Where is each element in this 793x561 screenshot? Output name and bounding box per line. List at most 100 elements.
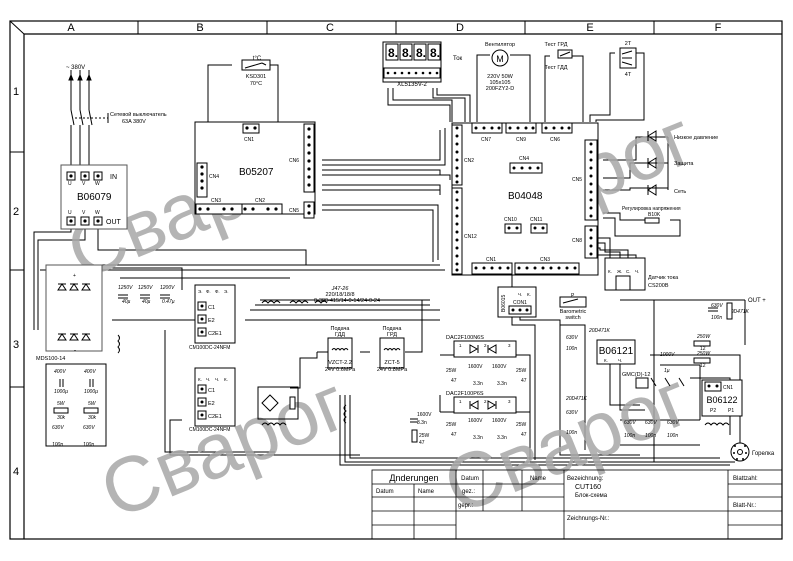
svg-text:12: 12 — [700, 363, 706, 369]
svg-text:1000µ: 1000µ — [84, 389, 98, 395]
svg-text:CN2: CN2 — [255, 198, 265, 204]
title-block — [371, 469, 783, 540]
svg-text:DAC2F100N6S: DAC2F100N6S — [446, 335, 484, 341]
svg-text:Datum: Datum — [376, 489, 394, 495]
board-name: B05207 — [239, 167, 274, 178]
power-input: ~ 380V Сетевой выключатель 63A 380V — [66, 65, 167, 126]
svg-text:Ч.: Ч. — [635, 269, 639, 274]
thermostat: t°C KSD301 70°C — [241, 56, 271, 87]
solenoid-icon — [383, 348, 401, 351]
mode-switch-2t-4t: 2T 4T — [619, 41, 637, 78]
board-b05207: CN1 CN6 CN5 CN4 CN3 CN2 B05207 — [194, 121, 316, 219]
svg-text:3.3n: 3.3n — [417, 420, 427, 426]
board-b04048: CN7 CN9 CN6 CN4 CN2 CN12 CN5 CN8 CN10 CN… — [451, 122, 599, 276]
igbt-module-1: Э. Ф. Ф. Э. C1 E2 C2E1 CM100DC-24NFM — [189, 284, 236, 351]
svg-text:Ток: Ток — [453, 56, 463, 62]
svg-text:gepr.:: gepr.: — [458, 503, 473, 509]
svg-text:1600V: 1600V — [468, 418, 483, 424]
svg-text:1600V: 1600V — [492, 364, 507, 370]
svg-text:W: W — [95, 181, 100, 187]
svg-text:CM100DC-24NFM: CM100DC-24NFM — [189, 345, 230, 351]
svg-text:Blattzahl:: Blattzahl: — [733, 476, 758, 482]
svg-text:Name: Name — [418, 489, 435, 495]
svg-text:P: P — [571, 293, 575, 299]
breaker-icon — [70, 109, 109, 126]
torch-label: Горелка — [752, 451, 775, 457]
svg-text:3.3n: 3.3n — [497, 435, 507, 441]
svg-text:40µ: 40µ — [142, 299, 151, 305]
svg-text:630V: 630V — [667, 420, 679, 426]
svg-text:1: 1 — [459, 399, 462, 404]
svg-text:Подача: Подача — [331, 326, 351, 332]
svg-text:CN11: CN11 — [530, 217, 543, 223]
svg-text:250W: 250W — [696, 334, 711, 340]
fan-motor: Вентилятор M 220V 50W 105x105 200FZY2-D — [485, 42, 515, 92]
svg-text:С.: С. — [626, 269, 631, 274]
svg-text:Barometric: Barometric — [560, 309, 587, 315]
svg-text:ГДД: ГДД — [335, 332, 345, 338]
breaker-rating: 63A 380V — [122, 119, 146, 125]
svg-text:P2: P2 — [710, 408, 716, 414]
svg-text:40µ: 40µ — [122, 299, 131, 305]
svg-text:B06121: B06121 — [599, 346, 634, 357]
svg-text:CN9: CN9 — [516, 137, 526, 143]
svg-text:Blatt-Nr.:: Blatt-Nr.: — [733, 503, 757, 509]
document-type: Блок-схема — [575, 493, 608, 499]
svg-text:25W: 25W — [516, 368, 527, 374]
svg-text:gez.:: gez.: — [462, 489, 475, 495]
potentiometer-icon — [644, 217, 660, 224]
svg-text:OUT +: OUT + — [748, 298, 766, 304]
svg-text:70°C: 70°C — [250, 81, 262, 87]
svg-text:B06122: B06122 — [706, 395, 737, 405]
svg-text:Ч.: Ч. — [215, 377, 219, 382]
svg-text:-: - — [74, 348, 76, 354]
svg-text:2: 2 — [484, 399, 487, 404]
svg-text:CN1: CN1 — [244, 137, 254, 143]
diode-icon — [469, 400, 497, 410]
column-label: F — [715, 22, 722, 34]
svg-text:Ф.: Ф. — [215, 289, 220, 294]
svg-text:100n: 100n — [566, 430, 577, 436]
svg-text:Сеть: Сеть — [674, 189, 686, 195]
svg-text:Дnderungen: Дnderungen — [389, 473, 438, 483]
svg-text:20D471K: 20D471K — [727, 309, 750, 315]
svg-text:CN12: CN12 — [464, 234, 477, 240]
svg-text:switch: switch — [565, 315, 580, 321]
svg-text:CS200B: CS200B — [648, 283, 669, 289]
svg-text:CN7: CN7 — [481, 137, 491, 143]
svg-text:250W: 250W — [696, 351, 711, 357]
svg-text:47: 47 — [521, 432, 527, 438]
snubber-rc: 1600V 3.3n 25W 47 — [410, 412, 432, 446]
voltage-label: ~ 380V — [66, 65, 85, 71]
svg-text:100n: 100n — [711, 315, 722, 321]
svg-text:ZCT-5: ZCT-5 — [384, 360, 399, 366]
svg-text:CN6: CN6 — [289, 158, 299, 164]
inductor-icon — [117, 334, 120, 354]
svg-text:1600V: 1600V — [492, 418, 507, 424]
svg-text:P1: P1 — [728, 408, 734, 414]
svg-text:Ф.: Ф. — [206, 289, 211, 294]
svg-text:V: V — [82, 181, 86, 187]
svg-text:Регулировка напряжения: Регулировка напряжения — [622, 206, 681, 212]
svg-text:Низкое давление: Низкое давление — [674, 135, 718, 141]
svg-text:200FZY2-D: 200FZY2-D — [486, 86, 514, 92]
column-label: A — [67, 22, 75, 34]
svg-text:Zeichnungs-Nr.:: Zeichnungs-Nr.: — [567, 516, 610, 522]
column-label: B — [196, 22, 203, 34]
column-label: C — [326, 22, 334, 34]
svg-text:100n: 100n — [667, 433, 678, 439]
svg-text:3: 3 — [508, 399, 511, 404]
svg-text:CN5: CN5 — [572, 177, 582, 183]
svg-text:3: 3 — [508, 343, 511, 348]
diode-module-n: DAC2F100N6S 1 2 3 25W 47 1600V 3.3n 1600… — [446, 335, 527, 387]
svg-text:30k: 30k — [88, 415, 97, 421]
svg-text:8.: 8. — [430, 46, 440, 60]
svg-text:1600V: 1600V — [468, 364, 483, 370]
svg-text:CN6: CN6 — [550, 137, 560, 143]
svg-text:К.: К. — [198, 377, 202, 382]
svg-text:W: W — [95, 210, 100, 216]
igbt-module-2: К. Ч. Ч. К. C1 E2 C2E1 CM100DC-24NFM — [189, 367, 236, 433]
svg-text:CN1: CN1 — [723, 385, 733, 391]
svg-text:Ч.: Ч. — [518, 292, 522, 297]
svg-text:Ж.: Ж. — [617, 269, 622, 274]
